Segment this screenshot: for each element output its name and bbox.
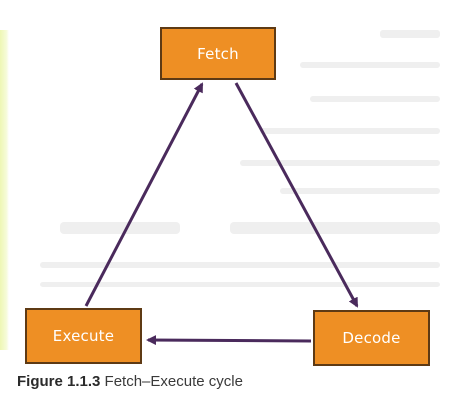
node-fetch-label: Fetch bbox=[197, 44, 239, 63]
node-execute-label: Execute bbox=[52, 327, 115, 345]
arrow-decode-to-execute bbox=[146, 335, 312, 346]
node-fetch: Fetch bbox=[160, 27, 276, 80]
figure-title: Fetch–Execute cycle bbox=[104, 373, 243, 390]
node-execute: Execute bbox=[25, 308, 142, 364]
figure-caption: Figure 1.1.3 Fetch–Execute cycle bbox=[17, 373, 437, 393]
node-decode-label: Decode bbox=[342, 329, 401, 347]
arrow-fetch-to-decode bbox=[234, 82, 359, 308]
figure-number: Figure 1.1.3 bbox=[17, 373, 101, 390]
arrow-execute-to-fetch bbox=[84, 82, 204, 307]
margin-highlight bbox=[0, 30, 9, 350]
node-decode: Decode bbox=[313, 310, 430, 366]
